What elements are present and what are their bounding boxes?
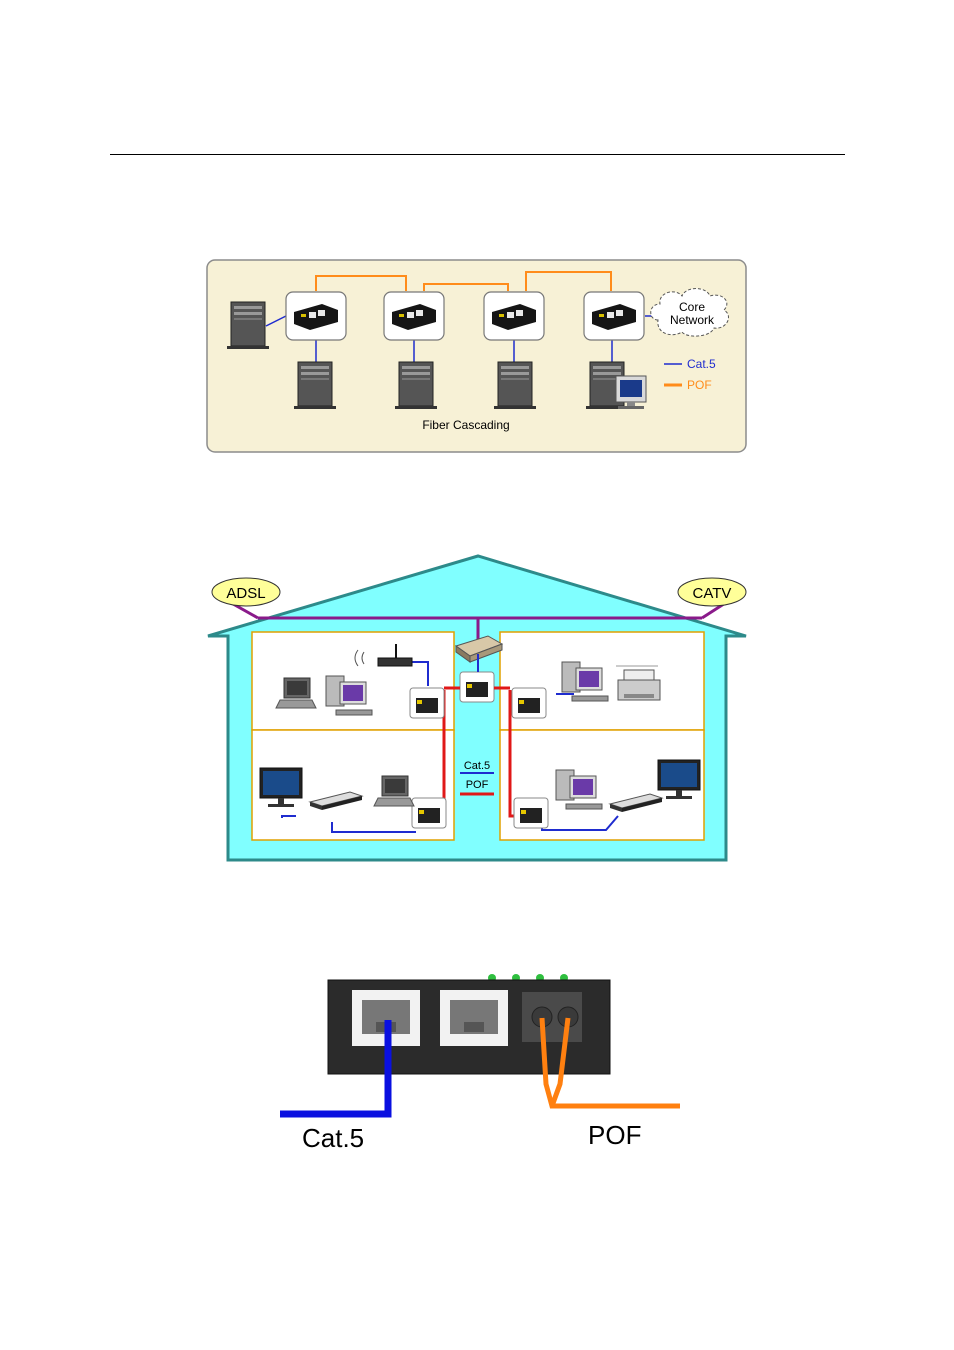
media-converter-3: [484, 292, 544, 340]
pof-label: POF: [588, 1120, 641, 1150]
converter-top-right: [512, 688, 546, 718]
cat5-label: Cat.5: [302, 1123, 364, 1152]
pc-tower-1: [294, 362, 336, 409]
cloud-label-network: Network: [670, 313, 715, 327]
converter-top-left: [410, 688, 444, 718]
pc-tower-2: [395, 362, 437, 409]
pc-tower-3: [494, 362, 536, 409]
legend-pof: POF: [687, 378, 712, 392]
home-legend-cat5: Cat.5: [464, 760, 490, 772]
diagram-caption: Fiber Cascading: [422, 418, 509, 432]
catv-badge: CATV: [678, 578, 746, 606]
converter-bottom-left: [412, 798, 446, 828]
media-converter-4: [584, 292, 644, 340]
center-converter: [460, 672, 494, 702]
catv-label: CATV: [693, 585, 732, 602]
pof-port: [522, 992, 582, 1042]
fiber-cascading-diagram: Core Network Cat.5 POF Fiber Cascading: [206, 258, 750, 456]
server-pc-left: [227, 302, 269, 349]
cloud-label-core: Core: [679, 300, 705, 314]
media-converter-2: [384, 292, 444, 340]
legend-cat5: Cat.5: [687, 357, 716, 371]
home-legend-pof: POF: [466, 779, 489, 791]
header-rule: [110, 154, 845, 155]
adsl-label: ADSL: [226, 585, 265, 602]
converter-port-diagram: Cat.5 POF: [276, 966, 688, 1152]
converter-bottom-right: [514, 798, 548, 828]
media-converter-1: [286, 292, 346, 340]
rj45-port-2: [440, 990, 508, 1046]
home-network-diagram: ADSL CATV: [206, 554, 750, 862]
adsl-badge: ADSL: [212, 578, 280, 606]
